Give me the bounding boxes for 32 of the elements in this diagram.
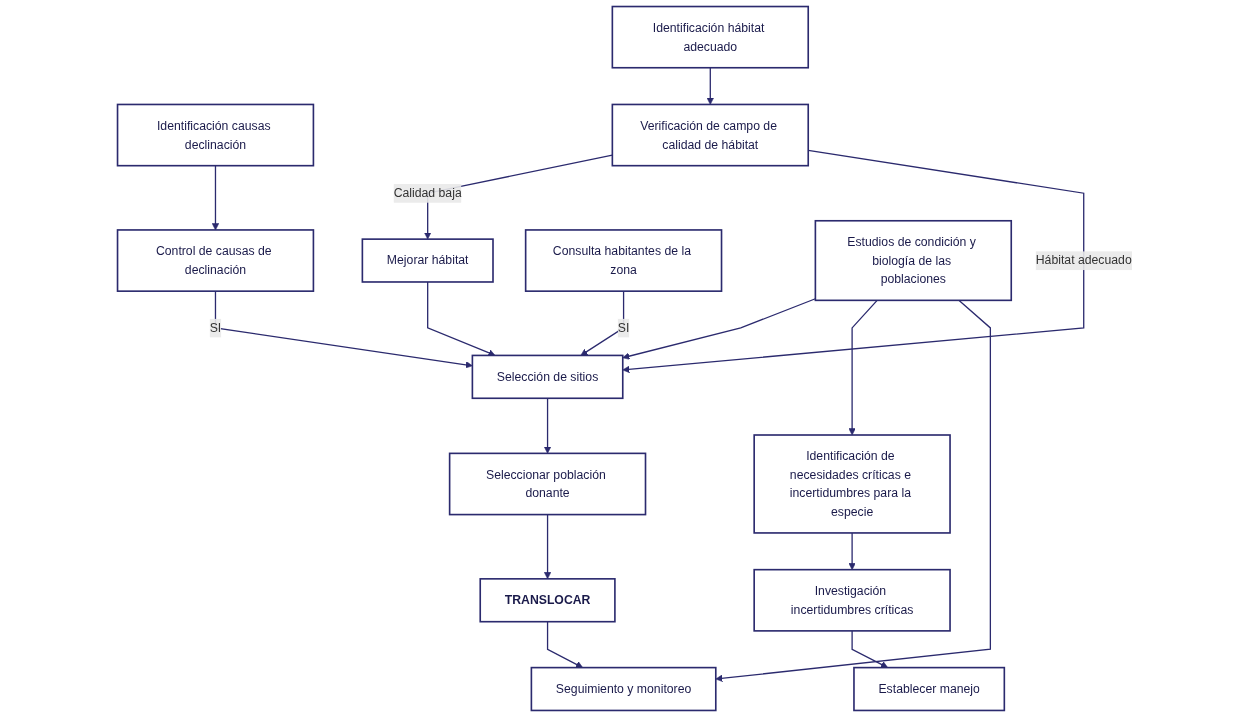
edge-label: Calidad baja (393, 185, 462, 200)
arrow (706, 67, 714, 105)
arrow (543, 397, 552, 454)
node-box: Establecer manejo (853, 666, 1006, 712)
node-box: Verificación de campo de calidad de hábitat (611, 103, 809, 167)
arrow (546, 621, 583, 668)
node-box: Consulta habitantes de la zona (524, 229, 723, 292)
node-box: Seguimiento y monitoreo (530, 666, 717, 712)
node-box: Control de causas de declinación (116, 229, 315, 292)
node-box: TRANSLOCAR (479, 578, 616, 623)
edge-label: Hábitat adecuado (1035, 253, 1132, 267)
arrow (848, 532, 856, 570)
arrow (580, 290, 625, 356)
node-box: Seleccionar población donante (448, 452, 647, 516)
node-box: Selección de sitios (471, 354, 624, 400)
arrow (851, 630, 888, 668)
node-box: Mejorar hábitat (361, 238, 494, 283)
edge-label: SI (209, 320, 222, 335)
node-box: Identificación causas declinación (116, 103, 315, 167)
arrow (214, 290, 473, 369)
arrow (543, 513, 552, 580)
arrow (848, 299, 878, 436)
arrow (211, 165, 219, 231)
edge-label: SI (617, 320, 630, 335)
node-box: Estudios de condición y biología de las poblaciones (814, 219, 1012, 302)
arrow (622, 298, 816, 360)
arrow (426, 281, 496, 357)
arrow (715, 299, 991, 682)
arrow (622, 149, 1085, 373)
node-box: Identificación de necesidades críticas e incertidumbres para la especie (753, 434, 951, 534)
node-box: Identificación hábitat adecuado (611, 5, 809, 69)
node-box: Investigación incertidumbres críticas (753, 568, 951, 632)
